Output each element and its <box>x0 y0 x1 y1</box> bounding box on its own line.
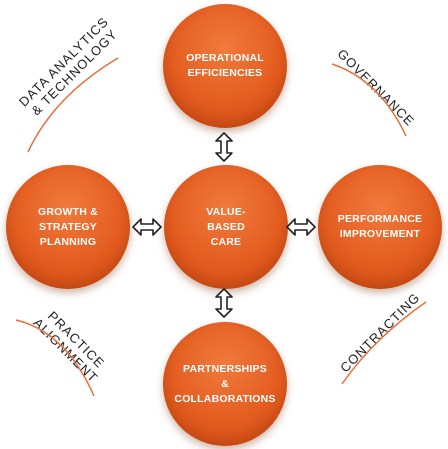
node-label-line: STRATEGY <box>39 220 97 233</box>
node-label-line: EFFICIENCIES <box>187 67 263 79</box>
node-label-line: COLLABORATIONS <box>174 392 276 405</box>
node-label-line: PARTNERSHIPS <box>183 362 267 375</box>
double-arrow-icon <box>132 218 162 236</box>
swoosh-underline-governance <box>331 63 407 137</box>
node-label: PARTNERSHIPS & COLLABORATIONS <box>174 362 275 407</box>
node-label: PERFORMANCE IMPROVEMENT <box>338 212 422 242</box>
node-growth-strategy-planning: GROWTH & STRATEGY PLANNING <box>6 165 130 289</box>
double-arrow-icon <box>215 132 233 162</box>
node-label-line: CARE <box>210 235 242 248</box>
node-label-line: BASED <box>207 220 245 233</box>
node-label-line: PERFORMANCE <box>337 213 423 225</box>
node-label-line: & <box>221 377 229 390</box>
node-partnerships-collaborations: PARTNERSHIPS & COLLABORATIONS <box>163 322 287 446</box>
double-arrow-icon <box>286 218 316 236</box>
double-arrow-icon <box>215 288 233 318</box>
swoosh-underline-data <box>27 57 119 153</box>
node-label-line: IMPROVEMENT <box>339 228 421 240</box>
node-label-line: PLANNING <box>39 235 97 248</box>
swoosh-underline-practice <box>15 319 95 397</box>
swoosh-underline-contracting <box>341 301 427 385</box>
node-value-based-care: VALUE- BASED CARE <box>164 165 288 289</box>
node-label: OPERATIONAL EFFICIENCIES <box>186 51 264 81</box>
node-operational-efficiencies: OPERATIONAL EFFICIENCIES <box>163 4 287 128</box>
node-performance-improvement: PERFORMANCE IMPROVEMENT <box>318 165 442 289</box>
node-label: VALUE- BASED CARE <box>206 205 246 250</box>
node-label-line: GROWTH & <box>38 205 98 218</box>
node-label: GROWTH & STRATEGY PLANNING <box>38 205 98 250</box>
node-label-line: VALUE- <box>206 205 246 218</box>
node-label-line: OPERATIONAL <box>186 52 264 64</box>
